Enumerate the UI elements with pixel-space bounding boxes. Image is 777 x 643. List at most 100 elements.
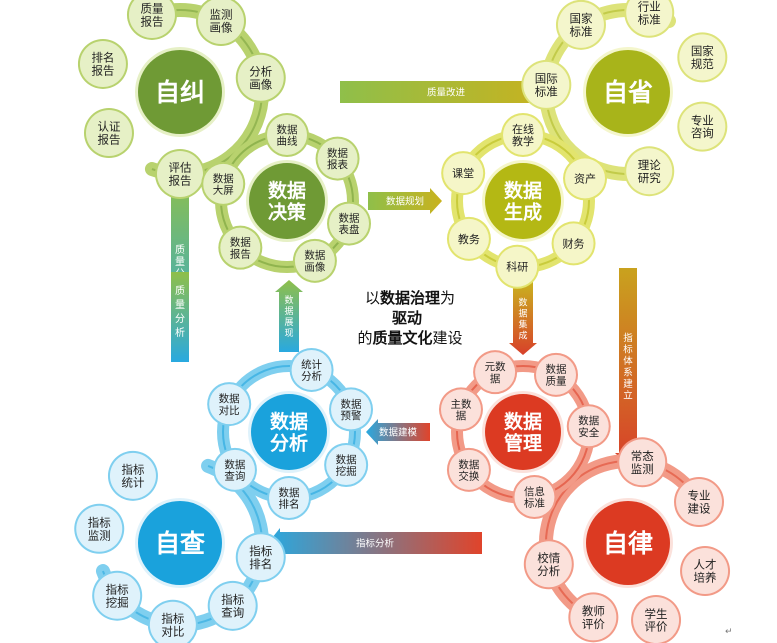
center-label-juece: 数据决策: [268, 179, 307, 223]
arrow-indicator-system-shape: [615, 268, 641, 465]
satellite-label: 学生评价: [645, 607, 668, 634]
arrow-data-collection-shape: [509, 282, 537, 355]
satellite-bubble: [329, 203, 370, 244]
satellite-zisheng-3: 专业咨询: [677, 101, 728, 152]
satellite-label: 数据预警: [341, 397, 362, 422]
arrow-indicator-system-label: 指标体系建立: [623, 332, 633, 402]
satellite-label: 统计分析: [301, 358, 322, 383]
satellite-bubble: [269, 478, 309, 518]
satellite-label: 评估报告: [169, 161, 192, 188]
satellite-bubble: [570, 594, 617, 641]
satellite-fenxi-5: 数据对比: [207, 382, 252, 427]
satellite-zisheng-4: 理论研究: [624, 146, 675, 197]
satellite-shengcheng-5: 课堂: [441, 151, 486, 196]
satellite-label: 科研: [506, 260, 528, 274]
satellite-label: 指标排名: [249, 544, 272, 571]
return-mark: ↵: [725, 627, 733, 637]
satellite-zisheng-0: 国家标准: [555, 0, 606, 50]
satellite-zijiu-5: 排名报告: [77, 38, 128, 89]
satellite-label: 理论研究: [638, 158, 661, 185]
satellite-label: 教师评价: [582, 604, 605, 631]
core-juece: [249, 163, 325, 239]
satellite-label: 人才培养: [694, 558, 717, 585]
satellite-label: 课堂: [452, 167, 474, 180]
satellite-bubble: [525, 541, 572, 588]
arrow-data-build-shape: [366, 419, 430, 445]
satellite-bubble: [440, 389, 481, 430]
arrow-quality-analysis-text: 质量分析: [175, 285, 185, 339]
core-guanli: [485, 394, 561, 470]
satellite-label: 国家标准: [569, 12, 592, 39]
arrow-quality-improve-label: 质量改进: [427, 87, 466, 99]
arrow-indicator-analysis: 指标分析: [268, 528, 482, 558]
satellite-zilv-0: 常态监测: [617, 437, 668, 488]
satellite-label: 数据曲线: [277, 123, 298, 148]
satellite-shengcheng-2: 财务: [551, 221, 596, 266]
core-fenxi: [251, 394, 327, 470]
satellite-bubble: [448, 449, 489, 490]
satellite-zicha-2: 指标挖掘: [92, 570, 143, 621]
satellite-label: 认证报告: [97, 120, 120, 147]
satellite-label: 数据大屏: [213, 172, 234, 197]
satellite-shengcheng-3: 科研: [495, 244, 540, 289]
satellite-juece-1: 数据报表: [315, 136, 360, 181]
satellite-bubble: [220, 227, 261, 268]
satellite-label: 数据交换: [458, 458, 479, 483]
satellite-label: 指标对比: [161, 611, 184, 638]
arrow-quality-improve-shape: [340, 77, 552, 107]
slogan-line-1: 以数据治理为: [365, 289, 455, 307]
satellite-juece-5: 数据大屏: [201, 161, 246, 206]
satellite-bubble: [294, 240, 335, 281]
satellite-label: 数据挖掘: [336, 453, 357, 478]
satellite-zicha-3: 指标对比: [147, 599, 198, 643]
satellite-label: 数据安全: [578, 414, 599, 439]
center-label-zijiu: 自纠: [155, 78, 205, 107]
satellite-zijiu-1: 监测画像: [196, 0, 246, 46]
satellite-label: 信息标准: [524, 485, 545, 510]
satellite-bubble: [267, 115, 307, 155]
satellite-guanli-5: 元数据: [473, 350, 518, 395]
satellite-label: 数据排名: [279, 486, 300, 511]
satellite-label: 资产: [574, 171, 596, 185]
satellite-label: 专业咨询: [691, 113, 714, 140]
satellite-bubble: [209, 384, 250, 425]
satellite-zisheng-5: 国际标准: [521, 59, 572, 110]
satellite-zijiu-0: 质量报告: [126, 0, 177, 40]
satellite-juece-0: 数据曲线: [265, 113, 309, 157]
satellite-zisheng-2: 国家规范: [677, 32, 728, 83]
satellite-bubble: [626, 0, 673, 36]
satellite-label: 主数据: [450, 397, 471, 422]
satellite-bubble: [619, 439, 666, 486]
satellite-zijiu-2: 分析画像: [235, 52, 286, 103]
arrow-data-display: 数据展现: [275, 280, 303, 352]
satellite-bubble: [109, 452, 156, 499]
satellite-label: 常态监测: [631, 449, 654, 476]
satellite-fenxi-2: 数据挖掘: [324, 443, 369, 487]
arrow-indicator-analysis-label: 指标分析: [356, 538, 395, 550]
satellite-bubble: [198, 0, 244, 44]
satellite-bubble: [633, 597, 680, 643]
satellite-label: 分析画像: [249, 64, 272, 91]
satellite-bubble: [326, 445, 367, 485]
satellite-guanli-4: 主数据: [438, 387, 483, 432]
center-label-zicha: 自查: [155, 529, 205, 558]
satellite-guanli-2: 信息标准: [512, 474, 557, 519]
arrow-data-collection-label: 数据集成: [518, 296, 527, 341]
satellite-zicha-1: 指标监测: [74, 503, 125, 554]
center-label-fenxi: 数据分析: [270, 410, 308, 454]
satellite-zicha-0: 指标统计: [107, 450, 158, 501]
core-zicha: [138, 501, 222, 585]
slogan-line-2: 驱动: [392, 309, 422, 327]
satellite-bubble: [209, 582, 256, 629]
satellite-bubble: [237, 534, 284, 581]
satellite-bubble: [565, 158, 606, 199]
group-zijiu: 自纠 质量报告监测画像分析画像评估报告 认证报告 排名报告: [77, 0, 286, 199]
satellite-guanli-0: 数据质量: [534, 352, 578, 397]
satellite-zilv-2: 人才培养: [680, 546, 731, 597]
